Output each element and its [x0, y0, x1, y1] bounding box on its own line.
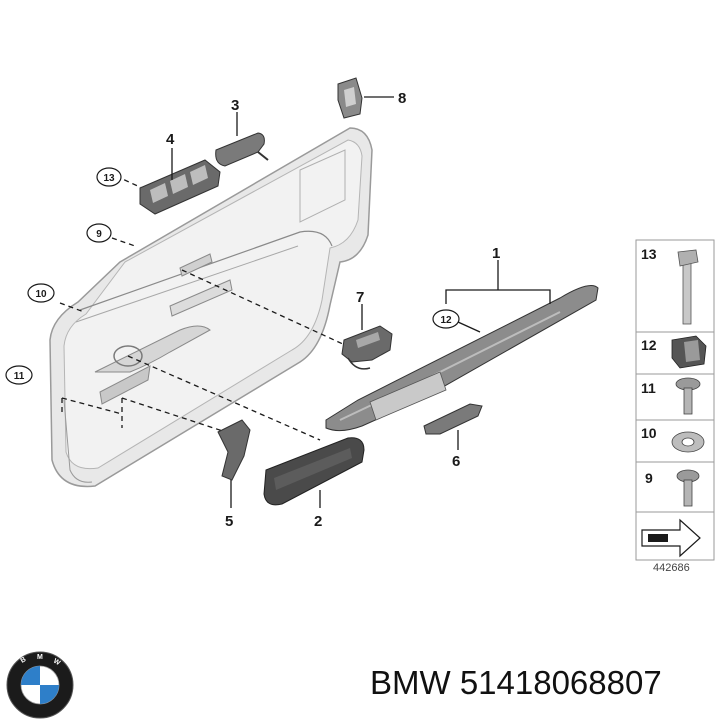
svg-text:13: 13	[103, 173, 115, 184]
part-7-inner-handle	[341, 325, 393, 370]
circled-callouts: 13 9 10 11 12	[5, 167, 460, 385]
svg-text:B: B	[20, 656, 28, 665]
legend-label-12: 12	[641, 337, 657, 353]
callout-circle-12: 12	[432, 309, 460, 329]
legend-arrow-icon	[641, 518, 701, 558]
callout-8: 8	[398, 90, 406, 107]
callout-6: 6	[452, 453, 460, 470]
legend-label-9: 9	[645, 470, 653, 486]
callout-1: 1	[492, 245, 500, 262]
svg-text:9: 9	[96, 229, 102, 240]
legend-clip-12-icon	[671, 335, 707, 369]
legend-label-10: 10	[641, 425, 657, 441]
legend-clip-13-icon	[677, 249, 699, 325]
callout-circle-11: 11	[5, 365, 33, 385]
fastener-legend: 13 12 11 10 9 442686	[635, 239, 715, 574]
callouts: 1 2 3 4 5 6 7 8	[166, 90, 500, 530]
part-6-small-trim	[423, 403, 483, 435]
callout-circle-9: 9	[86, 223, 112, 243]
part-2-speaker-cover	[263, 437, 365, 506]
legend-washer-10-icon	[671, 431, 705, 453]
svg-text:11: 11	[14, 371, 25, 382]
legend-screw-11-icon	[675, 377, 701, 415]
svg-text:M: M	[37, 654, 43, 661]
callout-circle-10: 10	[27, 283, 55, 303]
dashed-leaders	[59, 175, 346, 441]
svg-text:12: 12	[440, 315, 452, 326]
callout-2: 2	[314, 513, 322, 530]
part-4-switch-bezel	[139, 159, 221, 215]
part-5-bracket	[217, 419, 251, 481]
part-3-cover	[215, 132, 269, 167]
callout-4: 4	[166, 131, 175, 148]
svg-text:W: W	[52, 658, 62, 668]
legend-screw-9-icon	[676, 469, 700, 507]
solid-leaders	[171, 96, 551, 508]
part-caption: BMW 51418068807	[370, 664, 662, 701]
bmw-logo: B M W	[6, 651, 74, 719]
legend-label-13: 13	[641, 246, 657, 262]
callout-5: 5	[225, 513, 233, 530]
svg-text:10: 10	[35, 289, 47, 300]
part-8-bracket	[337, 77, 363, 119]
part-1-armrest-strip	[325, 285, 599, 432]
callout-3: 3	[231, 97, 239, 114]
diagram-id: 442686	[653, 562, 690, 574]
legend-label-11: 11	[641, 380, 656, 396]
callout-7: 7	[356, 289, 364, 306]
door-trim-panel	[49, 127, 373, 488]
callout-circle-13: 13	[96, 167, 122, 187]
